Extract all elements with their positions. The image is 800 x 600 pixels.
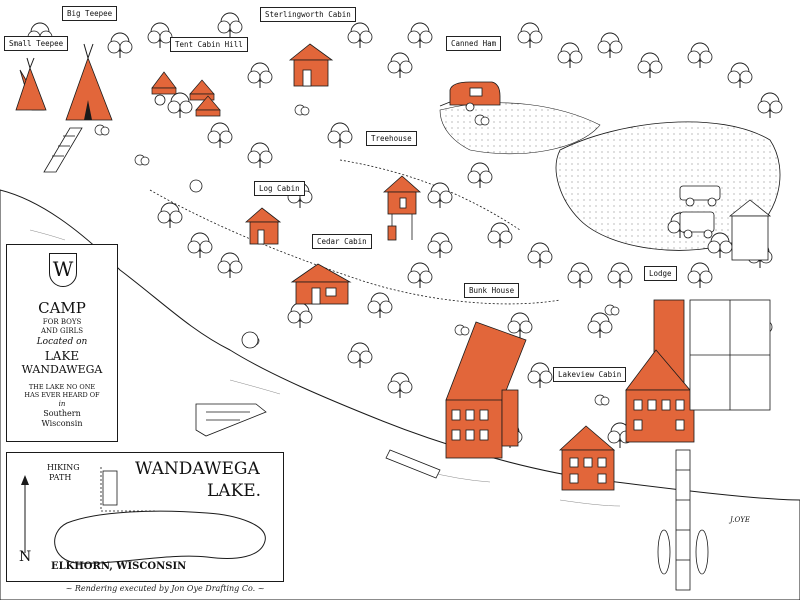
sign-tagline-2: HAS EVER HEARD OF [24, 391, 100, 399]
sign-for-boys: FOR BOYS [42, 318, 82, 326]
small-teepee-building [15, 57, 47, 111]
inset-lake-outline [21, 467, 266, 564]
label-lakeview-cabin: Lakeview Cabin [553, 367, 627, 382]
label-treehouse: Treehouse [366, 131, 417, 146]
sterlingworth-cabin-building [288, 43, 334, 87]
label-log-cabin: Log Cabin [254, 181, 305, 196]
inset-north-label: N [19, 549, 32, 565]
label-bunk-house: Bunk House [464, 283, 520, 298]
label-canned-ham: Canned Ham [446, 36, 502, 51]
log-cabin-building [244, 207, 282, 245]
fire-pit [154, 94, 259, 349]
inset-lake-name-1: WANDAWEGA [135, 459, 260, 479]
treehouse-building [382, 175, 422, 241]
inset-hiking-label-1: HIKING [47, 463, 80, 472]
boardwalk [43, 127, 83, 173]
inset-map: HIKING PATH WANDAWEGA LAKE. N ELKHORN, W… [6, 452, 284, 582]
sign-camp: CAMP [38, 299, 86, 317]
lakeview-cabin-building [558, 425, 616, 491]
artist-signature: J.OYE [730, 516, 750, 524]
piers [195, 403, 709, 591]
camp-monogram: W [49, 253, 77, 287]
bunk-house-building [445, 321, 527, 459]
lodge-building [625, 299, 695, 443]
sign-tagline-1: THE LAKE NO ONE [28, 383, 96, 391]
tennis-court [689, 299, 771, 411]
label-cedar-cabin: Cedar Cabin [312, 234, 372, 249]
parked-vehicles [679, 185, 721, 239]
camp-path [149, 189, 561, 305]
sign-tagline-4: Southern [43, 409, 81, 418]
sign-lake: LAKE [44, 349, 80, 363]
sign-tagline-3: in [58, 400, 66, 408]
label-lodge: Lodge [644, 266, 677, 281]
sign-wandawega: WANDAWEGA [21, 363, 103, 376]
cedar-cabin-building [290, 263, 352, 305]
camp-sign: W CAMP FOR BOYS AND GIRLS Located on LAK… [6, 244, 118, 442]
inset-hiking-label-2: PATH [49, 473, 72, 482]
label-sterlingworth-cabin: Sterlingworth Cabin [260, 7, 356, 22]
inset-location: ELKHORN, WISCONSIN [51, 561, 187, 572]
canned-ham-trailer [439, 81, 501, 112]
sign-and-girls: AND GIRLS [40, 327, 84, 335]
label-big-teepee: Big Teepee [62, 6, 118, 21]
label-tent-cabin-hill: Tent Cabin Hill [170, 37, 248, 52]
sign-located-on: Located on [36, 337, 88, 347]
label-small-teepee: Small Teepee [4, 36, 69, 51]
shed [728, 199, 772, 261]
map-credit: ~ Rendering executed by Jon Oye Drafting… [65, 584, 265, 593]
big-teepee-building [65, 43, 113, 121]
sign-tagline-5: Wisconsin [41, 419, 83, 428]
inset-lake-name-2: LAKE. [207, 481, 262, 501]
tent-cabins [151, 71, 221, 117]
